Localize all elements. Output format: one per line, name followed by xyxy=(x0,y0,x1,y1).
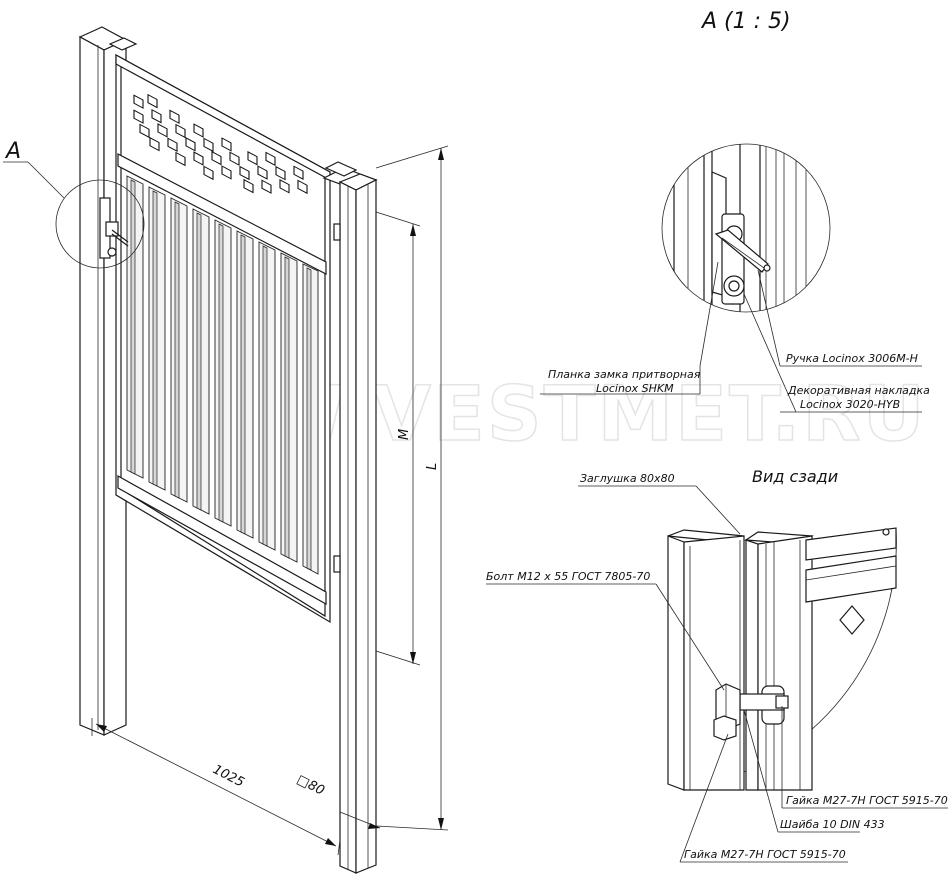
label-latch-plate-1: Планка замка притворная xyxy=(548,368,701,381)
detail-back-title: Вид сзади xyxy=(752,467,838,486)
label-nut-right: Гайка М27-7Н ГОСТ 5915-70 xyxy=(786,794,948,807)
label-handle: Ручка Locinox 3006M-H xyxy=(786,352,918,365)
lock-assembly xyxy=(99,197,129,259)
hinge-assembly xyxy=(713,683,789,741)
label-deco-2: Locinox 3020-HYB xyxy=(800,398,900,411)
gate-leaf xyxy=(99,53,331,624)
dimension-width-label: 1025 xyxy=(210,762,246,790)
label-nut-bottom: Гайка М27-7Н ГОСТ 5915-70 xyxy=(684,848,846,861)
label-deco-1: Декоративная накладка xyxy=(787,384,930,397)
detail-back-labels: Заглушка 80x80 Болт М12 х 55 ГОСТ 7805-7… xyxy=(486,472,948,863)
callout-a: A xyxy=(3,139,145,269)
detail-a-labels: Планка замка притворная Locinox SHKM Руч… xyxy=(540,261,930,413)
detail-a-title: A (1 : 5) xyxy=(700,9,791,34)
dimension-post-label: □80 xyxy=(294,772,326,798)
dimension-l-label: L xyxy=(425,463,440,470)
detail-a: A (1 : 5) xyxy=(661,9,831,313)
label-washer: Шайба 10 DIN 433 xyxy=(780,818,885,831)
label-bolt: Болт М12 х 55 ГОСТ 7805-70 xyxy=(486,570,650,583)
gate-slats xyxy=(126,175,319,575)
right-post xyxy=(322,161,378,874)
label-latch-plate-2: Locinox SHKM xyxy=(596,382,674,395)
perforated-panel xyxy=(133,93,308,195)
dimension-l: L xyxy=(375,145,449,831)
label-cap: Заглушка 80x80 xyxy=(580,472,675,485)
gate-assembly: M L 1025 □80 xyxy=(3,26,449,874)
dimension-m: M xyxy=(375,211,421,666)
callout-a-letter: A xyxy=(4,139,21,164)
dimension-m-label: M xyxy=(397,429,412,440)
